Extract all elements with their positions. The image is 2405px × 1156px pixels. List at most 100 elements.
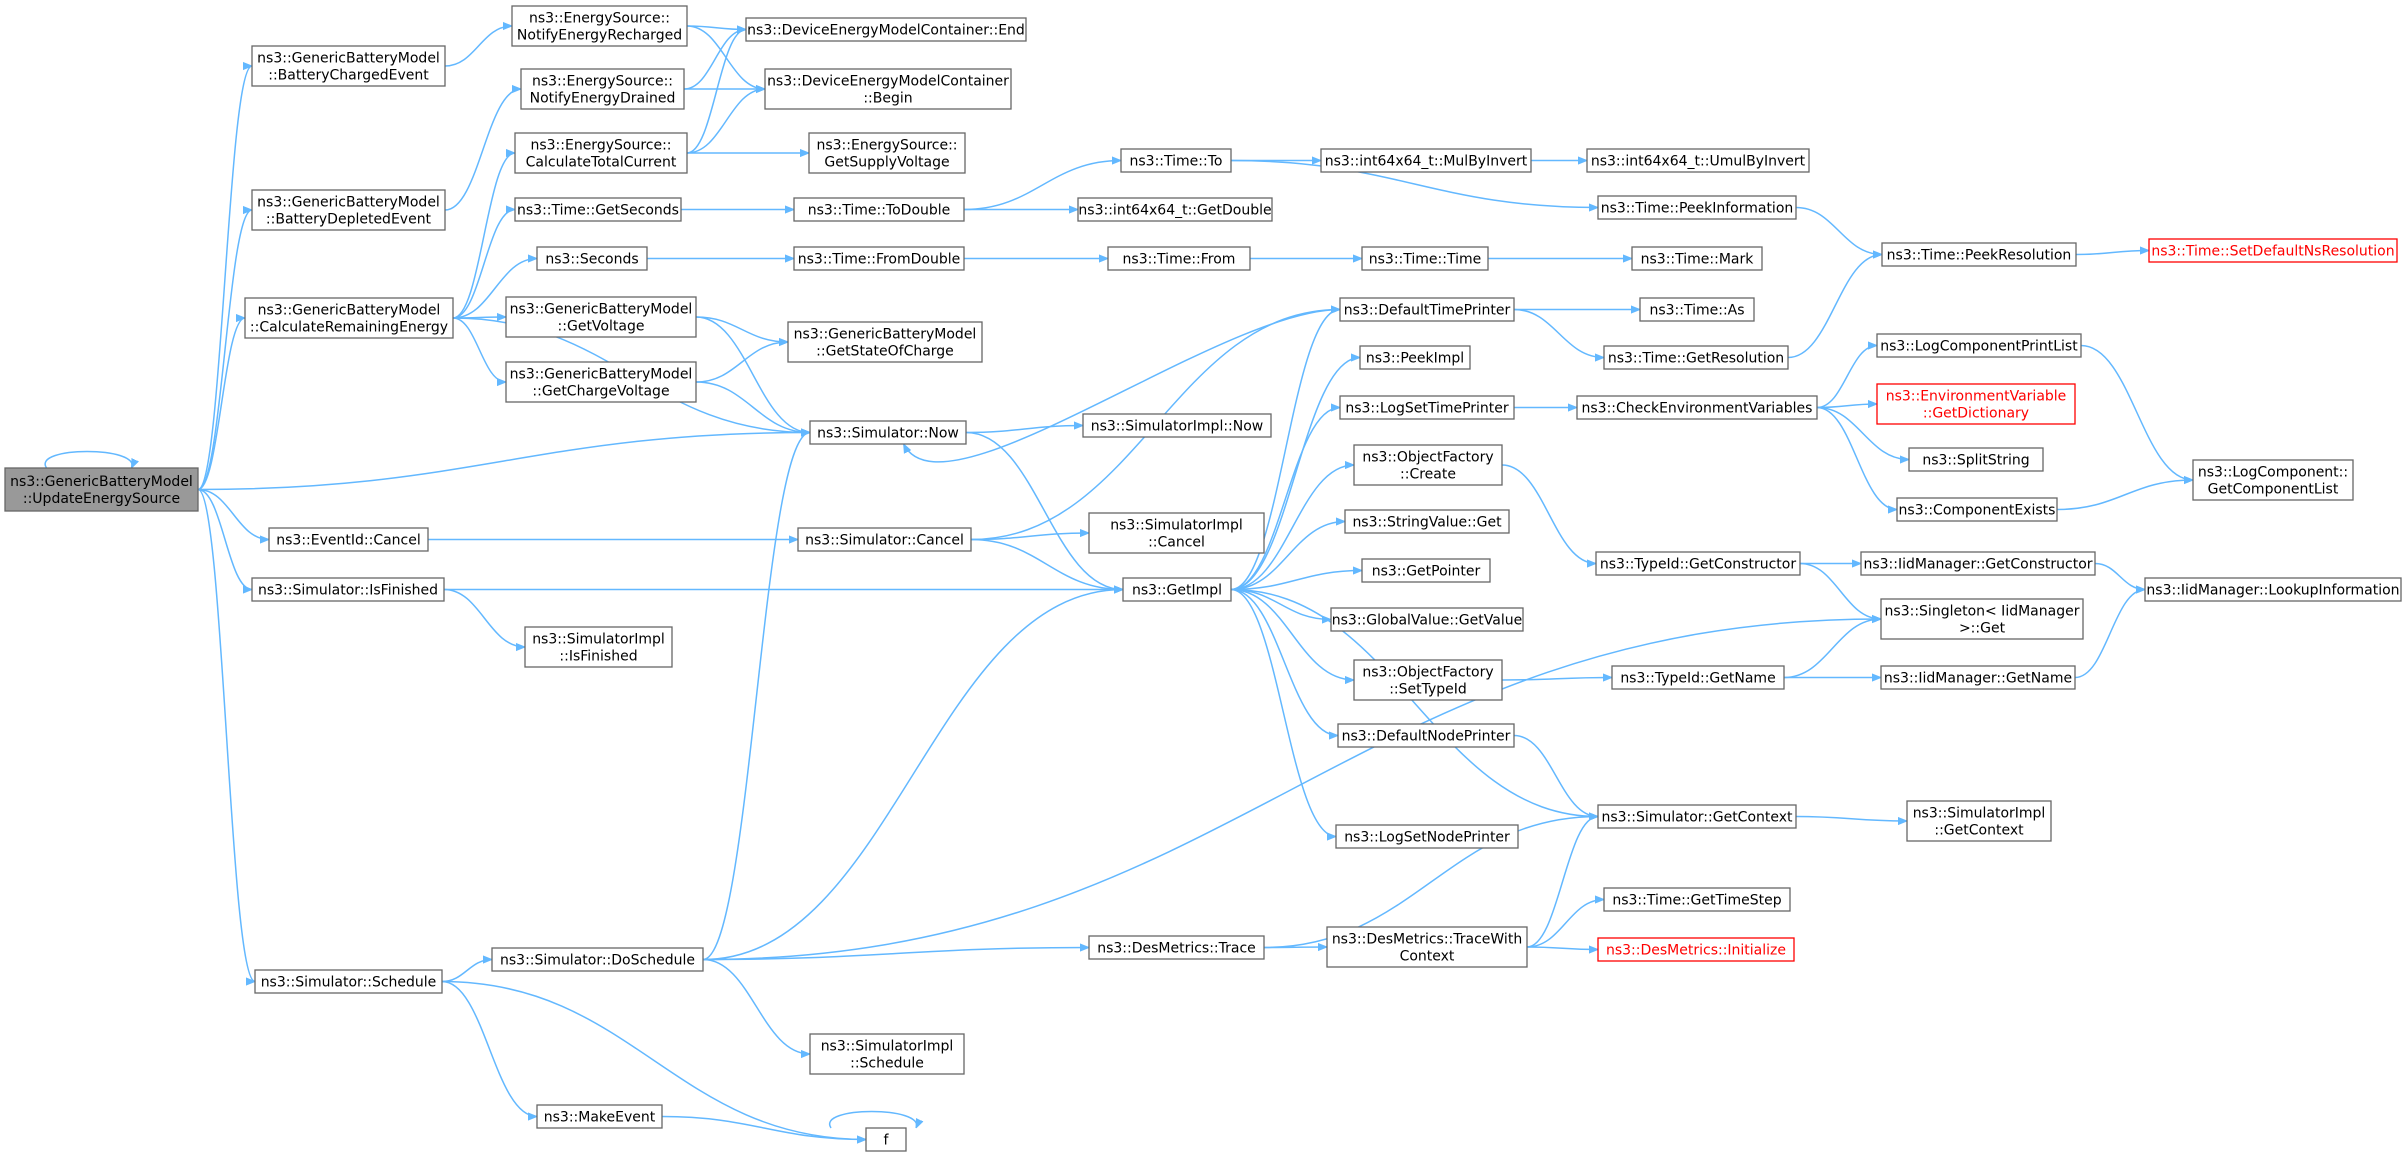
node-sim-finished[interactable]: ns3::Simulator::IsFinished	[251, 577, 445, 602]
node-impl-finished[interactable]: ns3::SimulatorImpl::IsFinished	[524, 626, 673, 668]
node-get-voltage[interactable]: ns3::GenericBatteryModel::GetVoltage	[505, 296, 697, 338]
node-peek-info[interactable]: ns3::Time::PeekInformation	[1597, 195, 1797, 220]
node-iid-lookup[interactable]: ns3::IidManager::LookupInformation	[2144, 577, 2402, 602]
node-comp-exists[interactable]: ns3::ComponentExists	[1896, 497, 2058, 522]
node-label: ns3::SimulatorImpl	[821, 1039, 954, 1055]
node-get-context[interactable]: ns3::Simulator::GetContext	[1597, 804, 1797, 829]
edge-sim-schedule-to-f	[441, 980, 866, 1140]
node-to-double[interactable]: ns3::Time::ToDouble	[793, 197, 965, 222]
node-time-mark[interactable]: ns3::Time::Mark	[1631, 246, 1763, 271]
node-box	[1120, 148, 1232, 173]
node-dem-end[interactable]: ns3::DeviceEnergyModelContainer::End	[745, 17, 1027, 42]
node-time-to[interactable]: ns3::Time::To	[1120, 148, 1232, 173]
node-box	[1107, 246, 1251, 271]
edge-f-to-f	[828, 1110, 917, 1129]
node-label: ns3::Time::As	[1649, 303, 1744, 319]
node-type-get-name[interactable]: ns3::TypeId::GetName	[1611, 665, 1785, 690]
node-calc-rem[interactable]: ns3::GenericBatteryModel::CalculateRemai…	[244, 297, 454, 339]
edge-calc-total-to-dem-end	[686, 30, 747, 154]
node-log-set-node-printer[interactable]: ns3::LogSetNodePrinter	[1335, 824, 1519, 849]
node-box	[1597, 937, 1795, 962]
node-box	[1082, 413, 1272, 438]
node-singleton-get[interactable]: ns3::Singleton< IidManager>::Get	[1880, 598, 2084, 640]
node-set-def-ns[interactable]: ns3::Time::SetDefaultNsResolution	[2148, 238, 2398, 263]
node-env-get-dict[interactable]: ns3::EnvironmentVariable::GetDictionary	[1876, 383, 2076, 425]
node-label: ns3::IidManager::GetName	[1884, 671, 2072, 687]
node-def-time-printer[interactable]: ns3::DefaultTimePrinter	[1339, 297, 1515, 322]
node-sv-get[interactable]: ns3::StringValue::Get	[1344, 509, 1510, 534]
node-get-resolution[interactable]: ns3::Time::GetResolution	[1603, 345, 1789, 370]
node-seconds[interactable]: ns3::Seconds	[536, 246, 648, 271]
node-get-seconds[interactable]: ns3::Time::GetSeconds	[514, 197, 682, 222]
node-time-time[interactable]: ns3::Time::Time	[1361, 246, 1489, 271]
node-depleted[interactable]: ns3::GenericBatteryModel::BatteryDeplete…	[251, 189, 446, 231]
node-of-set-type-id[interactable]: ns3::ObjectFactory::SetTypeId	[1353, 659, 1503, 701]
node-split-string[interactable]: ns3::SplitString	[1908, 447, 2044, 472]
node-impl-schedule[interactable]: ns3::SimulatorImpl::Schedule	[809, 1033, 965, 1075]
node-get-so-c[interactable]: ns3::GenericBatteryModel::GetStateOfChar…	[787, 321, 983, 363]
edge-calc-rem-to-get-charge-v	[452, 317, 507, 382]
node-root[interactable]: ns3::GenericBatteryModel::UpdateEnergySo…	[4, 467, 199, 512]
node-box	[1353, 444, 1503, 486]
edge-trace-with-ctx-to-get-context	[1526, 817, 1599, 948]
node-log-comp-print[interactable]: ns3::LogComponentPrintList	[1876, 333, 2082, 358]
node-charged[interactable]: ns3::GenericBatteryModel::BatteryCharged…	[251, 45, 446, 87]
node-get-pointer[interactable]: ns3::GetPointer	[1361, 558, 1491, 583]
node-label: ns3::GetImpl	[1132, 583, 1222, 599]
edge-of-set-type-id-to-type-get-name	[1501, 678, 1612, 681]
node-get-charge-v[interactable]: ns3::GenericBatteryModel::GetChargeVolta…	[505, 361, 697, 403]
node-impl-get-ctx[interactable]: ns3::SimulatorImpl::GetContext	[1906, 800, 2052, 842]
node-mul-by-invert[interactable]: ns3::int64x64_t::MulByInvert	[1320, 148, 1532, 173]
node-from-double[interactable]: ns3::Time::FromDouble	[793, 246, 965, 271]
node-label: ns3::EnergySource::	[532, 74, 673, 90]
edge-of-create-to-get-constructor	[1501, 464, 1596, 564]
node-label: ns3::int64x64_t::GetDouble	[1078, 203, 1271, 219]
node-box	[1326, 926, 1528, 968]
node-sim-now[interactable]: ns3::Simulator::Now	[809, 420, 967, 445]
node-dem-begin[interactable]: ns3::DeviceEnergyModelContainer::Begin	[764, 68, 1012, 110]
node-gv-get-value[interactable]: ns3::GlobalValue::GetValue	[1330, 607, 1524, 632]
node-label: NotifyEnergyRecharged	[517, 28, 682, 44]
node-f[interactable]: f	[865, 1127, 907, 1152]
node-get-impl[interactable]: ns3::GetImpl	[1122, 577, 1232, 602]
node-get-time-step[interactable]: ns3::Time::GetTimeStep	[1603, 887, 1791, 912]
node-make-event[interactable]: ns3::MakeEvent	[536, 1104, 663, 1129]
node-of-create[interactable]: ns3::ObjectFactory::Create	[1353, 444, 1503, 486]
node-log-comp-list[interactable]: ns3::LogComponent::GetComponentList	[2192, 459, 2354, 501]
node-peek-impl[interactable]: ns3::PeekImpl	[1359, 345, 1471, 370]
node-time-as[interactable]: ns3::Time::As	[1639, 297, 1755, 322]
node-iid-get-ctor[interactable]: ns3::IidManager::GetConstructor	[1860, 551, 2096, 576]
node-des-trace[interactable]: ns3::DesMetrics::Trace	[1088, 935, 1265, 960]
node-box	[808, 132, 966, 174]
node-log-set-time-printer[interactable]: ns3::LogSetTimePrinter	[1339, 395, 1515, 420]
node-do-schedule[interactable]: ns3::Simulator::DoSchedule	[491, 947, 704, 972]
node-des-init[interactable]: ns3::DesMetrics::Initialize	[1597, 937, 1795, 962]
node-check-env[interactable]: ns3::CheckEnvironmentVariables	[1576, 395, 1818, 420]
edge-make-event-to-f	[661, 1115, 866, 1140]
node-get-constructor[interactable]: ns3::TypeId::GetConstructor	[1595, 551, 1801, 576]
node-impl-now[interactable]: ns3::SimulatorImpl::Now	[1082, 413, 1272, 438]
node-notify-rech[interactable]: ns3::EnergySource::NotifyEnergyRecharged	[511, 5, 688, 47]
node-ev-cancel[interactable]: ns3::EventId::Cancel	[268, 527, 429, 552]
node-box	[1122, 577, 1232, 602]
node-peek-res[interactable]: ns3::Time::PeekResolution	[1881, 242, 2077, 267]
edge-do-schedule-to-get-impl	[702, 590, 1123, 961]
node-calc-total[interactable]: ns3::EnergySource::CalculateTotalCurrent	[514, 132, 688, 174]
node-def-node-printer[interactable]: ns3::DefaultNodePrinter	[1337, 723, 1515, 748]
node-iid-get-name[interactable]: ns3::IidManager::GetName	[1880, 665, 2076, 690]
node-time-from[interactable]: ns3::Time::From	[1107, 246, 1251, 271]
node-umul-by-invert[interactable]: ns3::int64x64_t::UmulByInvert	[1586, 148, 1810, 173]
node-sim-schedule[interactable]: ns3::Simulator::Schedule	[254, 969, 443, 994]
node-box	[1603, 887, 1791, 912]
node-get-supply-v[interactable]: ns3::EnergySource::GetSupplyVoltage	[808, 132, 966, 174]
edge-to-double-to-time-to	[963, 161, 1121, 211]
edge-iid-get-name-to-iid-lookup	[2074, 590, 2146, 679]
edge-check-env-to-comp-exists	[1816, 406, 1898, 510]
node-impl-cancel[interactable]: ns3::SimulatorImpl::Cancel	[1088, 512, 1265, 554]
node-sim-cancel[interactable]: ns3::Simulator::Cancel	[797, 527, 972, 552]
node-i64-get-double[interactable]: ns3::int64x64_t::GetDouble	[1077, 197, 1273, 222]
node-notify-drain[interactable]: ns3::EnergySource::NotifyEnergyDrained	[520, 68, 685, 110]
node-label: ns3::GenericBatteryModel	[510, 302, 693, 318]
node-box	[1603, 345, 1789, 370]
